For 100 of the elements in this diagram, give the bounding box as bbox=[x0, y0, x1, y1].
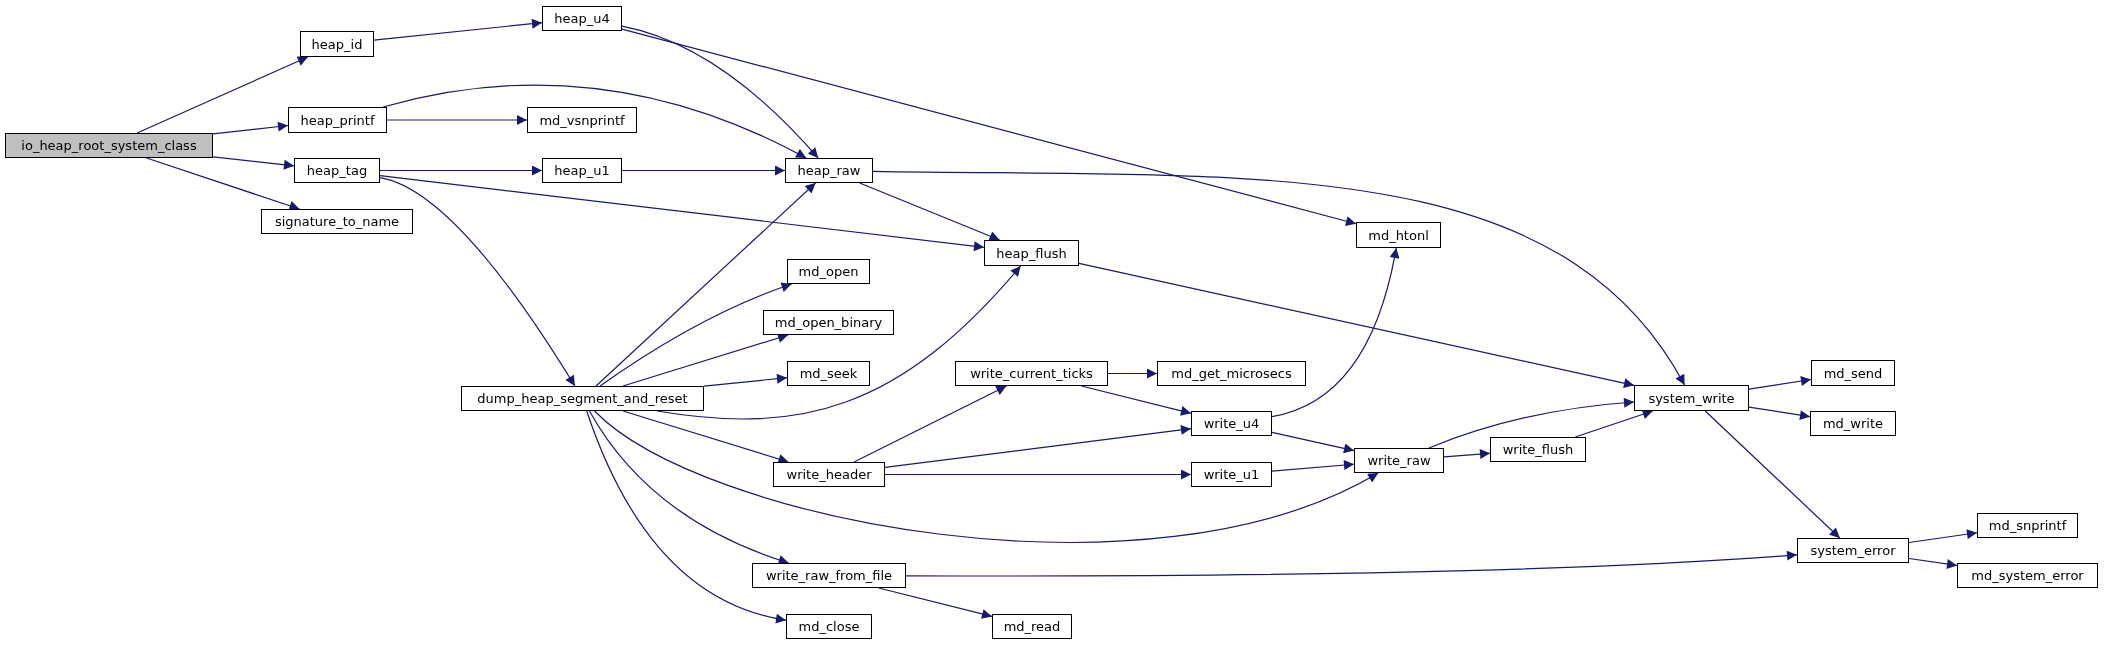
arrow bbox=[905, 550, 1798, 577]
arrow bbox=[599, 282, 793, 387]
function-box bbox=[1191, 411, 1272, 436]
function-name: heap_flush bbox=[996, 245, 1067, 261]
arrow bbox=[853, 385, 1008, 463]
arrow bbox=[1908, 529, 1978, 544]
arrow bbox=[872, 170, 1686, 386]
function-box bbox=[261, 209, 413, 234]
function-name: md_close bbox=[798, 619, 860, 634]
function-box bbox=[5, 133, 213, 158]
arrow bbox=[884, 469, 1192, 480]
arrow bbox=[373, 18, 543, 41]
function-box bbox=[763, 310, 894, 335]
function-box bbox=[1977, 513, 2078, 538]
function-name: md_open bbox=[798, 264, 859, 279]
arrow bbox=[386, 115, 528, 125]
arrow bbox=[379, 175, 985, 252]
function-box bbox=[1191, 462, 1272, 487]
function-name: heap_id bbox=[311, 36, 363, 52]
function-name: md_get_microsecs bbox=[1171, 366, 1292, 381]
function-name: md_read bbox=[1003, 619, 1061, 634]
function-box bbox=[787, 259, 870, 284]
function-name: heap_tag bbox=[306, 163, 368, 178]
arrow bbox=[1107, 368, 1158, 379]
function-box bbox=[461, 386, 704, 411]
function-name: md_send bbox=[1823, 365, 1883, 381]
function-name: write_u1 bbox=[1203, 467, 1260, 482]
function-box bbox=[1157, 361, 1306, 386]
function-name: md_seek bbox=[799, 366, 858, 381]
arrow bbox=[1271, 247, 1400, 418]
arrow bbox=[878, 587, 993, 619]
function-name: signature_to_name bbox=[274, 214, 400, 229]
arrow bbox=[594, 410, 1379, 543]
function-name: write_flush bbox=[1502, 442, 1574, 457]
arrow bbox=[622, 333, 789, 387]
arrow bbox=[859, 182, 1001, 241]
arrow bbox=[1078, 262, 1635, 389]
arrow bbox=[212, 156, 295, 170]
function-box bbox=[1811, 360, 1895, 386]
function-box bbox=[1490, 437, 1586, 462]
function-box bbox=[752, 563, 906, 588]
arrow bbox=[379, 165, 543, 176]
arrow bbox=[621, 28, 1357, 226]
arrow bbox=[1748, 376, 1812, 390]
function-box bbox=[542, 6, 622, 31]
arrow bbox=[1271, 460, 1355, 472]
arrow bbox=[1271, 431, 1355, 454]
arrow bbox=[382, 84, 807, 159]
function-box bbox=[1634, 385, 1749, 411]
function-name: io_heap_root_system_class bbox=[21, 138, 197, 153]
function-box bbox=[300, 31, 374, 57]
function-box bbox=[773, 462, 885, 487]
function-name: heap_raw bbox=[797, 163, 861, 178]
function-name: write_raw_from_file bbox=[765, 568, 893, 583]
function-box bbox=[1354, 448, 1444, 473]
function-box bbox=[1957, 563, 2098, 588]
function-box bbox=[288, 107, 387, 133]
function-name: md_vsnprintf bbox=[539, 112, 625, 128]
function-box bbox=[955, 361, 1108, 386]
function-name: system_error bbox=[1810, 543, 1896, 558]
function-name: heap_u1 bbox=[554, 163, 610, 178]
arrow bbox=[379, 177, 576, 387]
function-name: md_open_binary bbox=[774, 315, 883, 330]
arrow bbox=[1080, 385, 1192, 416]
arrow bbox=[212, 121, 289, 135]
function-name: md_htonl bbox=[1368, 227, 1429, 243]
arrow bbox=[621, 165, 786, 176]
function-box bbox=[542, 158, 622, 183]
function-name: md_write bbox=[1822, 416, 1884, 431]
arrow bbox=[1574, 409, 1654, 438]
arrow bbox=[884, 424, 1192, 468]
function-name: system_write bbox=[1648, 390, 1735, 406]
function-box bbox=[786, 614, 872, 639]
arrow bbox=[621, 25, 819, 159]
function-name: write_current_ticks bbox=[970, 366, 1093, 381]
function-box bbox=[527, 107, 637, 133]
function-box bbox=[1797, 538, 1909, 563]
function-box bbox=[984, 240, 1079, 266]
function-box bbox=[787, 361, 870, 386]
arrow bbox=[136, 56, 309, 134]
function-name: heap_u4 bbox=[554, 11, 610, 26]
arrow bbox=[588, 410, 790, 565]
function-name: write_header bbox=[786, 467, 872, 482]
function-name: md_system_error bbox=[1971, 568, 2084, 583]
function-box bbox=[992, 614, 1072, 639]
function-name: write_u4 bbox=[1203, 416, 1260, 431]
arrow bbox=[1428, 397, 1635, 449]
arrow bbox=[145, 157, 301, 211]
arrow bbox=[703, 373, 788, 387]
arrow bbox=[1704, 410, 1841, 539]
function-box bbox=[1356, 222, 1441, 248]
function-name: write_raw bbox=[1367, 453, 1431, 468]
arrow bbox=[1908, 557, 1958, 569]
arrow bbox=[1748, 406, 1811, 421]
function-name: dump_heap_segment_and_reset bbox=[477, 391, 688, 406]
arrow bbox=[595, 182, 817, 387]
function-box bbox=[785, 158, 873, 183]
arrow bbox=[586, 410, 787, 624]
arrow bbox=[1443, 449, 1491, 460]
function-box bbox=[1810, 411, 1896, 436]
